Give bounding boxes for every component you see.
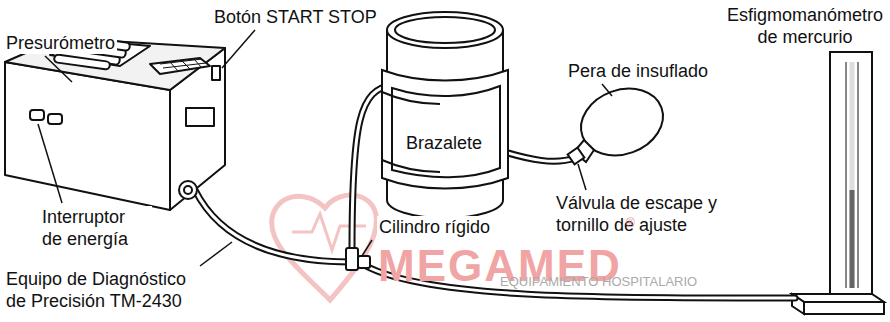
display bbox=[186, 108, 214, 126]
leader-lines bbox=[38, 30, 612, 266]
inflation-bulb-part bbox=[568, 148, 585, 165]
leader-lines-part bbox=[362, 240, 372, 256]
leader-lines-part bbox=[45, 56, 72, 82]
watermark: EQUIPAMIENTO HOSPITALARIO bbox=[500, 274, 697, 289]
rigid-cylinder-junction-part bbox=[346, 248, 358, 270]
cuff-part bbox=[382, 92, 440, 104]
cuff bbox=[382, 70, 508, 189]
mercury-sphygmomanometer bbox=[792, 52, 884, 314]
mercury-sphygmomanometer-part bbox=[804, 302, 884, 314]
keypad-part bbox=[170, 62, 178, 71]
part-label: Esfigmomanómetro de mercurio bbox=[724, 4, 886, 48]
mercury-sphygmomanometer-part bbox=[846, 62, 847, 288]
pressure-meter bbox=[5, 35, 225, 210]
part-label: Botón START STOP bbox=[212, 6, 379, 28]
cuff-part bbox=[382, 160, 440, 172]
part-label: Brazalete bbox=[404, 132, 484, 154]
watermark-heart-part bbox=[272, 195, 377, 300]
start-stop-button bbox=[212, 66, 220, 80]
leader-lines-part bbox=[200, 242, 232, 266]
pressure-meter-part bbox=[150, 58, 210, 74]
cylinder-part bbox=[395, 17, 495, 43]
part-label: Válvula de escape y tornillo de ajuste bbox=[554, 192, 730, 236]
rigid-cylinder-junction-part bbox=[358, 256, 370, 268]
tubing-part bbox=[498, 150, 575, 161]
tubing-part bbox=[498, 150, 575, 161]
rigid-cylinder-junction bbox=[346, 248, 370, 270]
inflation-bulb bbox=[568, 78, 673, 167]
part-label: Pera de insuflado bbox=[566, 60, 710, 82]
watermark: ® bbox=[626, 216, 635, 230]
leader-lines-part bbox=[578, 164, 586, 190]
watermark-heart bbox=[272, 195, 377, 300]
pressure-meter-part bbox=[184, 186, 192, 194]
mercury-sphygmomanometer-part bbox=[858, 62, 859, 288]
inflation-bulb-part bbox=[572, 78, 673, 167]
part-label: Interruptor de energía bbox=[40, 206, 152, 250]
part-label: Cilindro rígido bbox=[377, 216, 492, 238]
mercury-sphygmomanometer-part bbox=[850, 190, 855, 288]
leader-lines-part bbox=[602, 84, 612, 96]
leader-lines-part bbox=[38, 124, 62, 203]
keypad bbox=[160, 59, 206, 71]
part-label: Equipo de Diagnóstico de Precisión TM-24… bbox=[4, 268, 208, 312]
pressure-meter-part bbox=[48, 114, 62, 124]
mercury-sphygmomanometer-part bbox=[830, 52, 872, 294]
cylinder-part bbox=[387, 12, 503, 48]
mercury-sphygmomanometer-part bbox=[850, 62, 855, 288]
part-label: Presurómetro bbox=[4, 32, 117, 54]
keypad-part bbox=[182, 61, 190, 69]
mercury-sphygmomanometer-part bbox=[792, 294, 884, 302]
keypad-part bbox=[194, 59, 201, 67]
power-switch bbox=[30, 110, 44, 120]
batteries-part bbox=[54, 54, 111, 70]
cuff-part bbox=[382, 70, 508, 189]
leader-lines-part bbox=[222, 30, 255, 68]
connector bbox=[179, 181, 197, 199]
